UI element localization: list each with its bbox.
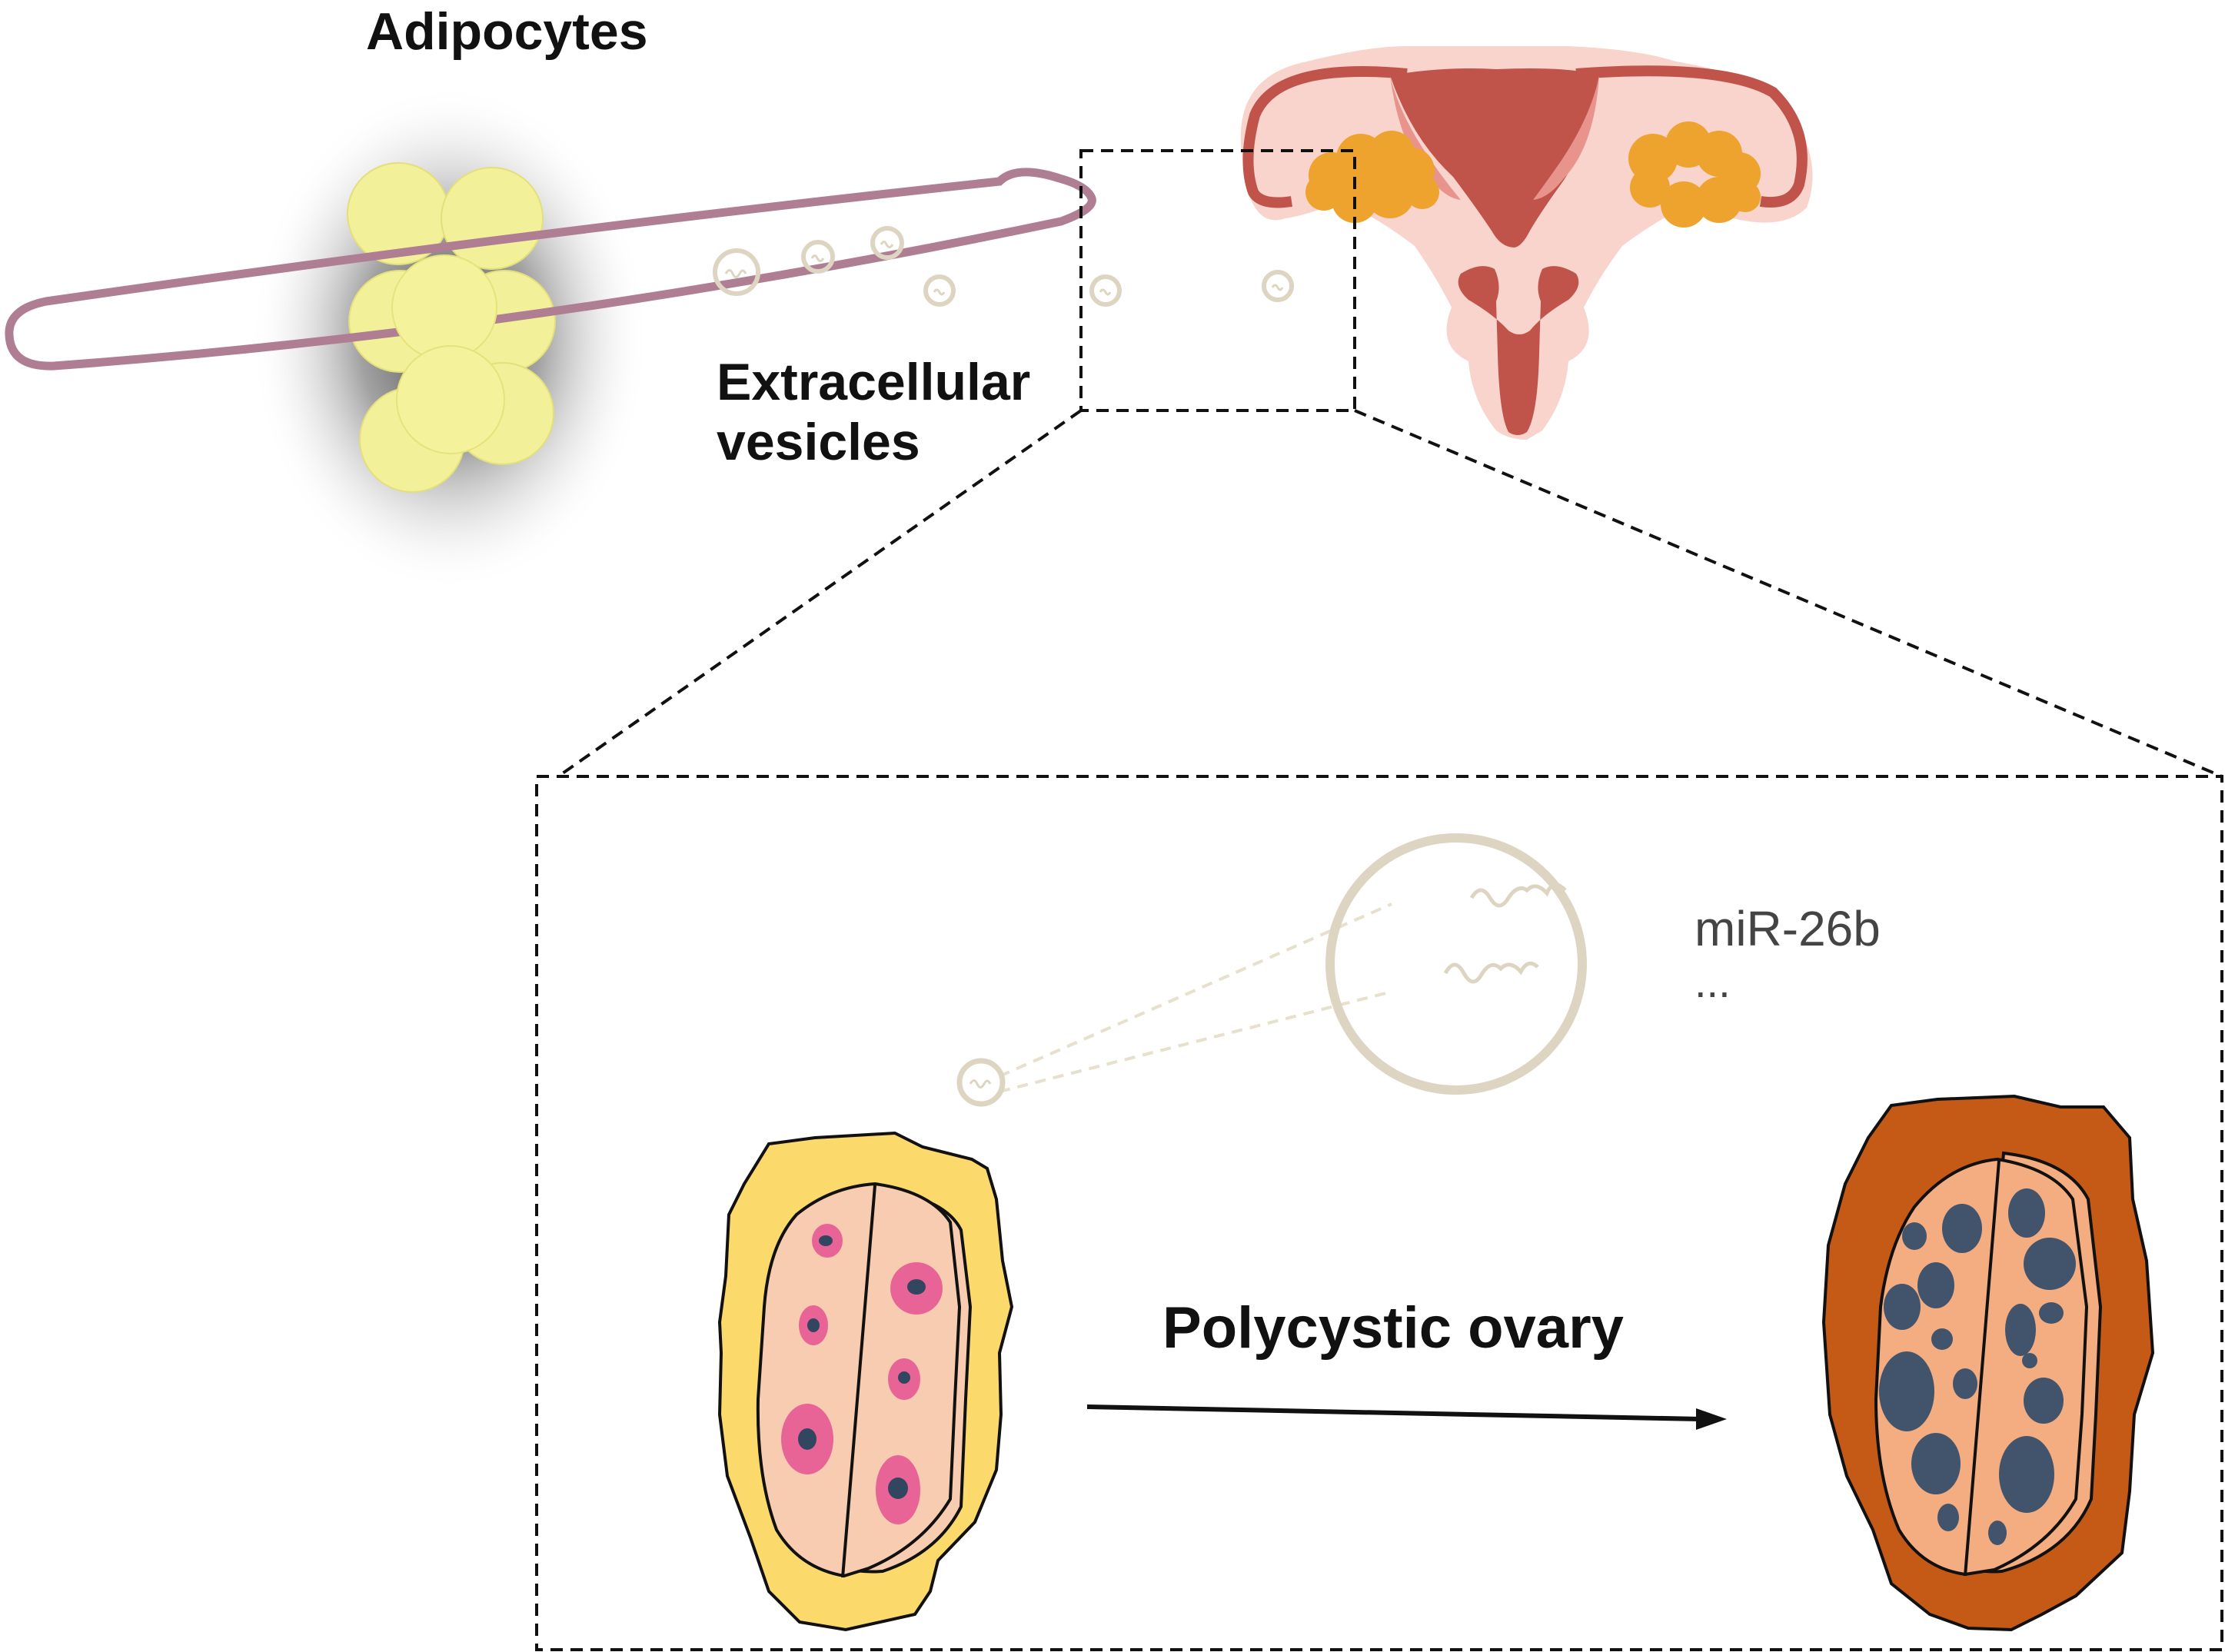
polycystic-ovary-label: Polycystic ovary bbox=[1162, 1295, 1624, 1361]
fallopian-tube-right bbox=[1575, 65, 1808, 208]
cyst bbox=[1953, 1368, 1977, 1399]
ovary-left bbox=[1305, 131, 1439, 223]
follicle bbox=[812, 1224, 843, 1258]
cyst bbox=[1917, 1262, 1954, 1308]
follicles bbox=[781, 1224, 943, 1524]
follicle bbox=[888, 1358, 920, 1400]
zoom-line-left bbox=[557, 409, 1083, 778]
uterus-illustration bbox=[1240, 46, 1813, 440]
ellipsis-label: ... bbox=[1695, 958, 1731, 1006]
normal-ovary bbox=[717, 1131, 1014, 1632]
vesicle bbox=[1262, 270, 1294, 302]
cervix bbox=[1458, 266, 1579, 435]
cyst bbox=[1931, 1328, 1953, 1350]
follicle bbox=[890, 1262, 943, 1315]
cyst bbox=[2005, 1304, 2036, 1356]
cyst bbox=[1942, 1204, 1982, 1253]
polycystic-ovary bbox=[1821, 1094, 2155, 1632]
pcos-ovary-divider bbox=[1964, 1160, 2001, 1577]
cyst bbox=[2008, 1188, 2045, 1238]
vesicle bbox=[713, 248, 760, 296]
cyst bbox=[1902, 1222, 1927, 1250]
blood-vessel bbox=[5, 168, 1096, 371]
mirna-strand bbox=[1443, 961, 1539, 984]
zoom-indicator bbox=[535, 149, 2223, 1651]
extracellular-vesicles bbox=[713, 226, 1294, 307]
cyst bbox=[1988, 1521, 2007, 1545]
uterus-body bbox=[1390, 68, 1599, 248]
vesicle bbox=[923, 274, 956, 307]
cyst bbox=[1879, 1351, 1934, 1431]
cyst bbox=[1911, 1433, 1961, 1494]
follicle bbox=[781, 1404, 833, 1474]
cyst bbox=[1884, 1284, 1921, 1330]
cyst bbox=[1999, 1436, 2054, 1513]
follicle bbox=[799, 1305, 828, 1345]
cyst bbox=[2024, 1378, 2064, 1424]
vesicle-magnification bbox=[956, 833, 1587, 1107]
mirna-label: miR-26b bbox=[1695, 901, 1881, 956]
vesicle bbox=[870, 226, 904, 260]
cyst bbox=[2022, 1353, 2037, 1368]
adipocytes-label: Adipocytes bbox=[366, 2, 648, 61]
magnify-line-bottom bbox=[999, 990, 1392, 1093]
extracellular-vesicles-label-line2: vesicles bbox=[717, 413, 920, 472]
cyst bbox=[1937, 1504, 1959, 1531]
cysts bbox=[1879, 1188, 2076, 1545]
vesicle bbox=[801, 240, 835, 274]
ovary-right bbox=[1628, 121, 1761, 228]
uterus-wall-highlight-right bbox=[1533, 75, 1599, 200]
progression-arrow bbox=[1086, 1404, 1727, 1430]
zoom-line-right bbox=[1354, 409, 2223, 778]
small-vesicle bbox=[956, 1058, 1006, 1107]
magnify-line-top bbox=[999, 902, 1392, 1078]
mirna-strand bbox=[1469, 883, 1567, 908]
adipocyte-cells-front bbox=[391, 254, 505, 454]
cyst bbox=[2024, 1238, 2076, 1290]
large-vesicle bbox=[1325, 833, 1587, 1095]
normal-ovary-divider bbox=[841, 1185, 876, 1578]
zoom-source-box bbox=[1079, 149, 1356, 412]
adipocyte-cluster bbox=[5, 85, 1096, 592]
cyst bbox=[2039, 1302, 2064, 1324]
follicle bbox=[876, 1455, 920, 1524]
extracellular-vesicles-label: Extracellular vesicles bbox=[717, 352, 1030, 472]
extracellular-vesicles-label-line1: Extracellular bbox=[717, 353, 1031, 411]
vesicle bbox=[1089, 274, 1122, 307]
zoom-detail-box bbox=[535, 775, 2223, 1651]
fallopian-tube-left bbox=[1242, 66, 1408, 208]
